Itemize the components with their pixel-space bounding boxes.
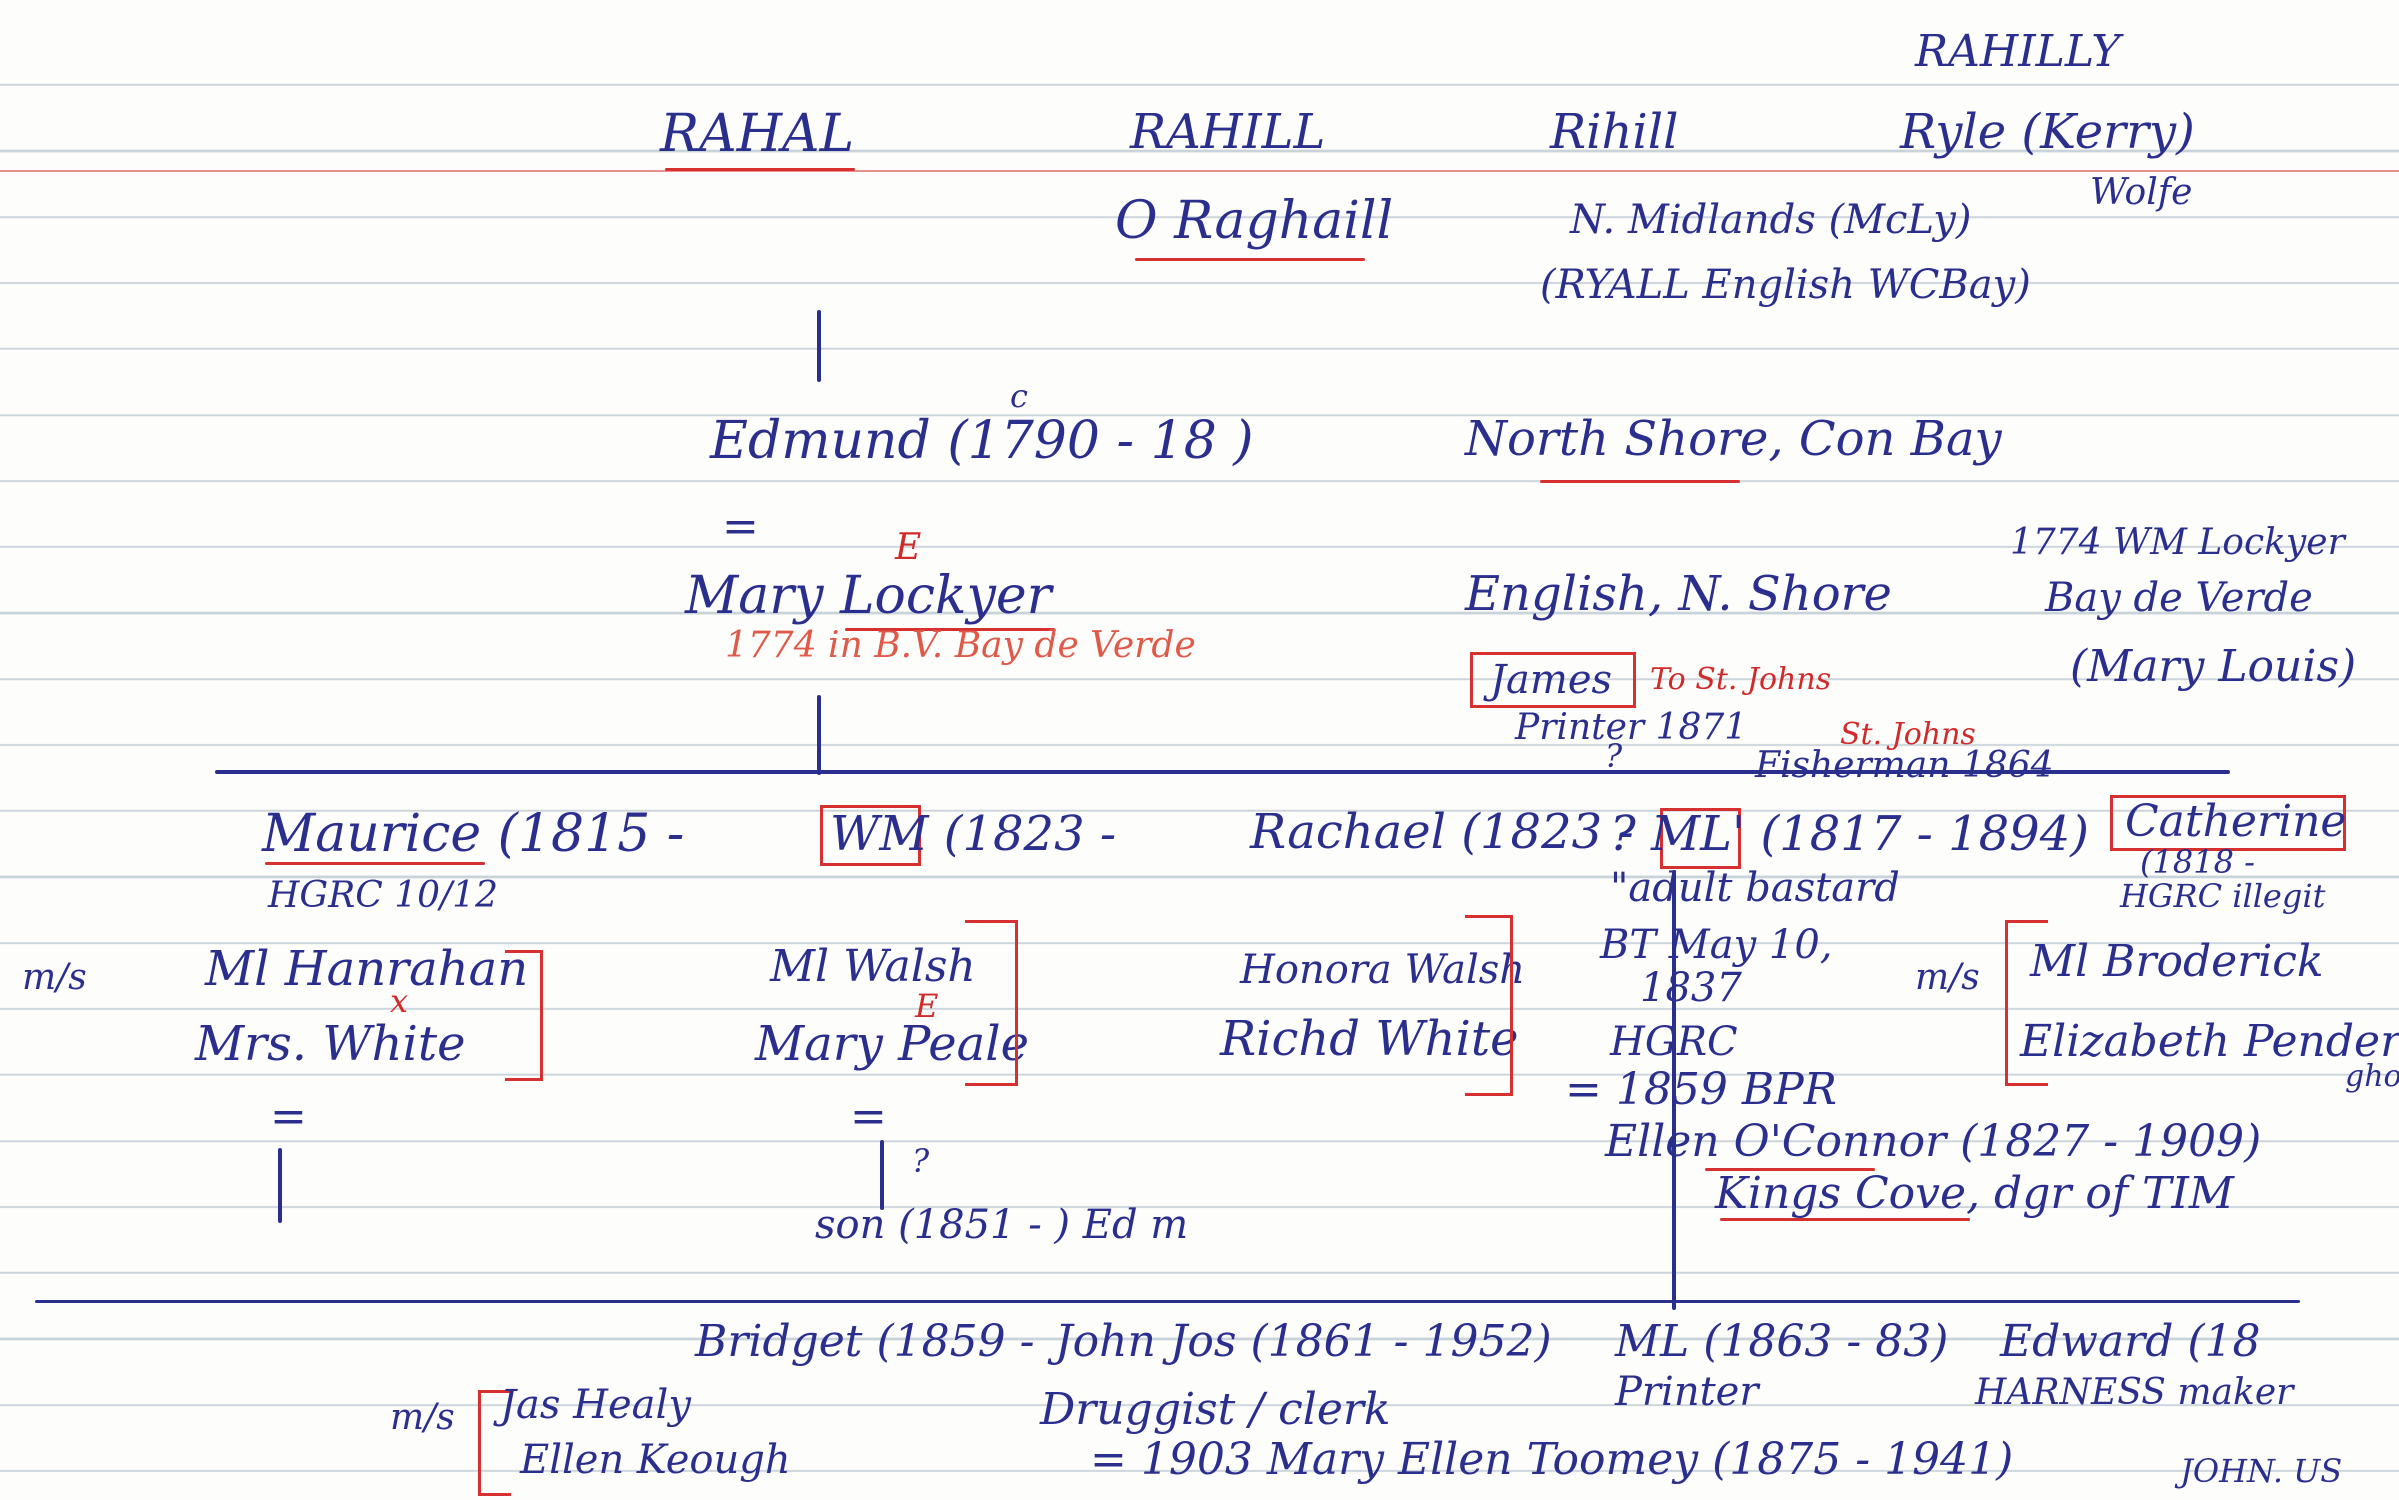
catherine-dates: (1818 - [2140, 843, 2255, 881]
ml-wife: Ellen O'Connor (1827 - 1909) [1605, 1116, 2262, 1167]
eq-wm: = [850, 1091, 887, 1142]
underline-lockyer [845, 628, 1055, 631]
cross-mark: x [390, 982, 409, 1020]
line-ml-desc [1672, 870, 1676, 1310]
question-mark: ? [1605, 737, 1623, 775]
ml-bt: BT May 10, [1600, 922, 1833, 968]
mary-lockyer: Mary Lockyer [685, 566, 1052, 626]
spouse-richd-white: Richd White [1220, 1011, 1519, 1067]
surname-rihill: Rihill [1550, 104, 1679, 160]
bracket-wm [965, 920, 1018, 1086]
lockyer-1774: 1774 WM Lockyer [2010, 522, 2345, 563]
box-catherine [2110, 795, 2346, 851]
bracket-maurice [505, 950, 543, 1081]
margin-rule [0, 170, 2399, 172]
eq-maurice: = [270, 1091, 307, 1142]
surname-rahill: RAHILL [1130, 104, 1326, 160]
bridget-spouse-keough: Ellen Keough [520, 1437, 791, 1483]
spouse-mrs-white: Mrs. White [195, 1016, 466, 1072]
edmund-name: Edmund (1790 - 18 ) [710, 411, 1254, 471]
bridget-spouse-healy: Jas Healy [500, 1382, 691, 1428]
gc-edward: Edward (18 [2000, 1316, 2261, 1367]
ml-wife-place: Kings Cove, dgr of TIM [1715, 1168, 2234, 1219]
grandchildren-connector [35, 1300, 2300, 1303]
edit-mark-e: E [895, 527, 922, 568]
underline-north-shore [1540, 480, 1740, 483]
child-catherine: Catherine [2125, 796, 2347, 847]
james: James [1490, 657, 1613, 703]
gc-john-jos: John Jos (1861 - 1952) [1055, 1316, 1552, 1367]
line-maurice-desc [278, 1148, 282, 1223]
ml-adult-note: "adult bastard [1610, 865, 1900, 911]
ml-occupation: Printer [1615, 1369, 1759, 1415]
surname-wolfe: Wolfe [2090, 172, 2193, 213]
ghost-note: ghost [2345, 1059, 2399, 1094]
mar-mark-1: m/s [22, 957, 87, 998]
e-mark-2: E [915, 987, 939, 1025]
box-james [1470, 652, 1636, 708]
spouse-honora-walsh: Honora Walsh [1240, 947, 1526, 993]
bay-de-verde: Bay de Verde [2045, 575, 2313, 621]
bracket-catherine [2005, 920, 2048, 1086]
underline-kings-cove [1720, 1218, 1970, 1221]
john-marriage: = 1903 Mary Ellen Toomey (1875 - 1941) [1090, 1434, 2014, 1485]
surname-ryle: Ryle (Kerry) [1900, 104, 2195, 160]
edmund-place: North Shore, Con Bay [1465, 411, 2002, 467]
line-wm-desc [880, 1140, 884, 1210]
underline-rahal [665, 168, 855, 171]
underline-gaelic [1135, 258, 1365, 261]
son-note: son (1851 - ) Ed m [815, 1202, 1189, 1248]
printer-1871: Printer 1871 [1515, 707, 1748, 748]
bracket-bridget [478, 1390, 511, 1496]
english-north-shore: English, N. Shore [1465, 566, 1892, 622]
gaelic-name: O Raghaill [1115, 191, 1394, 251]
gc-bridget: Bridget (1859 - [695, 1316, 1035, 1367]
box-wm [820, 805, 921, 866]
to-st-johns: To St. Johns [1650, 662, 1832, 697]
child-ml: ? ML' (1817 - 1894) [1610, 806, 2089, 862]
wm-question: ? [912, 1142, 930, 1180]
st-johns-mark: St. Johns [1840, 717, 1976, 752]
edward-descendant: JOHN. US [2180, 1452, 2343, 1490]
children-connector [215, 770, 2230, 774]
spouse-mary-peale: Mary Peale [755, 1016, 1030, 1072]
maurice-note: HGRC 10/12 [268, 875, 498, 916]
surname-rahal: RAHAL [660, 104, 855, 164]
underline-maurice [265, 862, 485, 865]
midlands-note: N. Midlands (McLy) [1570, 197, 1972, 243]
surname-rahilly: RAHILLY [1915, 26, 2121, 77]
mar-mark-2: m/s [1915, 957, 1980, 998]
box-ml [1660, 808, 1741, 869]
ryall-note: (RYALL English WCBay) [1540, 262, 2031, 308]
spouse-hanrahan: Ml Hanrahan [205, 941, 529, 997]
child-wm: WM (1823 - [830, 806, 1117, 862]
spouse-ml-walsh: Ml Walsh [770, 941, 976, 992]
edward-occupation: HARNESS maker [1975, 1372, 2294, 1413]
spouse-broderick: Ml Broderick [2030, 936, 2324, 987]
fisherman-1864: Fisherman 1864 [1755, 745, 2054, 786]
mary-louis: (Mary Louis) [2070, 641, 2357, 692]
mar-mark-3: m/s [390, 1397, 455, 1438]
child-maurice: Maurice (1815 - [262, 804, 685, 864]
child-rachael: Rachael (1823 - [1250, 804, 1634, 860]
line-down-to-children [817, 695, 821, 775]
spouse-pender: Elizabeth Pender [2020, 1016, 2399, 1067]
john-occupation: Druggist / clerk [1040, 1384, 1391, 1435]
circa-mark: c [1010, 377, 1028, 415]
ml-marriage: = 1859 BPR [1565, 1064, 1837, 1115]
gc-ml: ML (1863 - 83) [1615, 1316, 1949, 1367]
catherine-illegit: HGRC illegit [2120, 877, 2326, 915]
bay-de-verde-note: 1774 in B.V. Bay de Verde [725, 625, 1196, 666]
line-to-edmund [817, 310, 821, 382]
marriage-mark: = [722, 501, 759, 552]
ml-bt-year: 1837 [1640, 965, 1742, 1011]
underline-oconnor [1705, 1168, 1875, 1171]
bracket-rachael [1465, 915, 1513, 1096]
